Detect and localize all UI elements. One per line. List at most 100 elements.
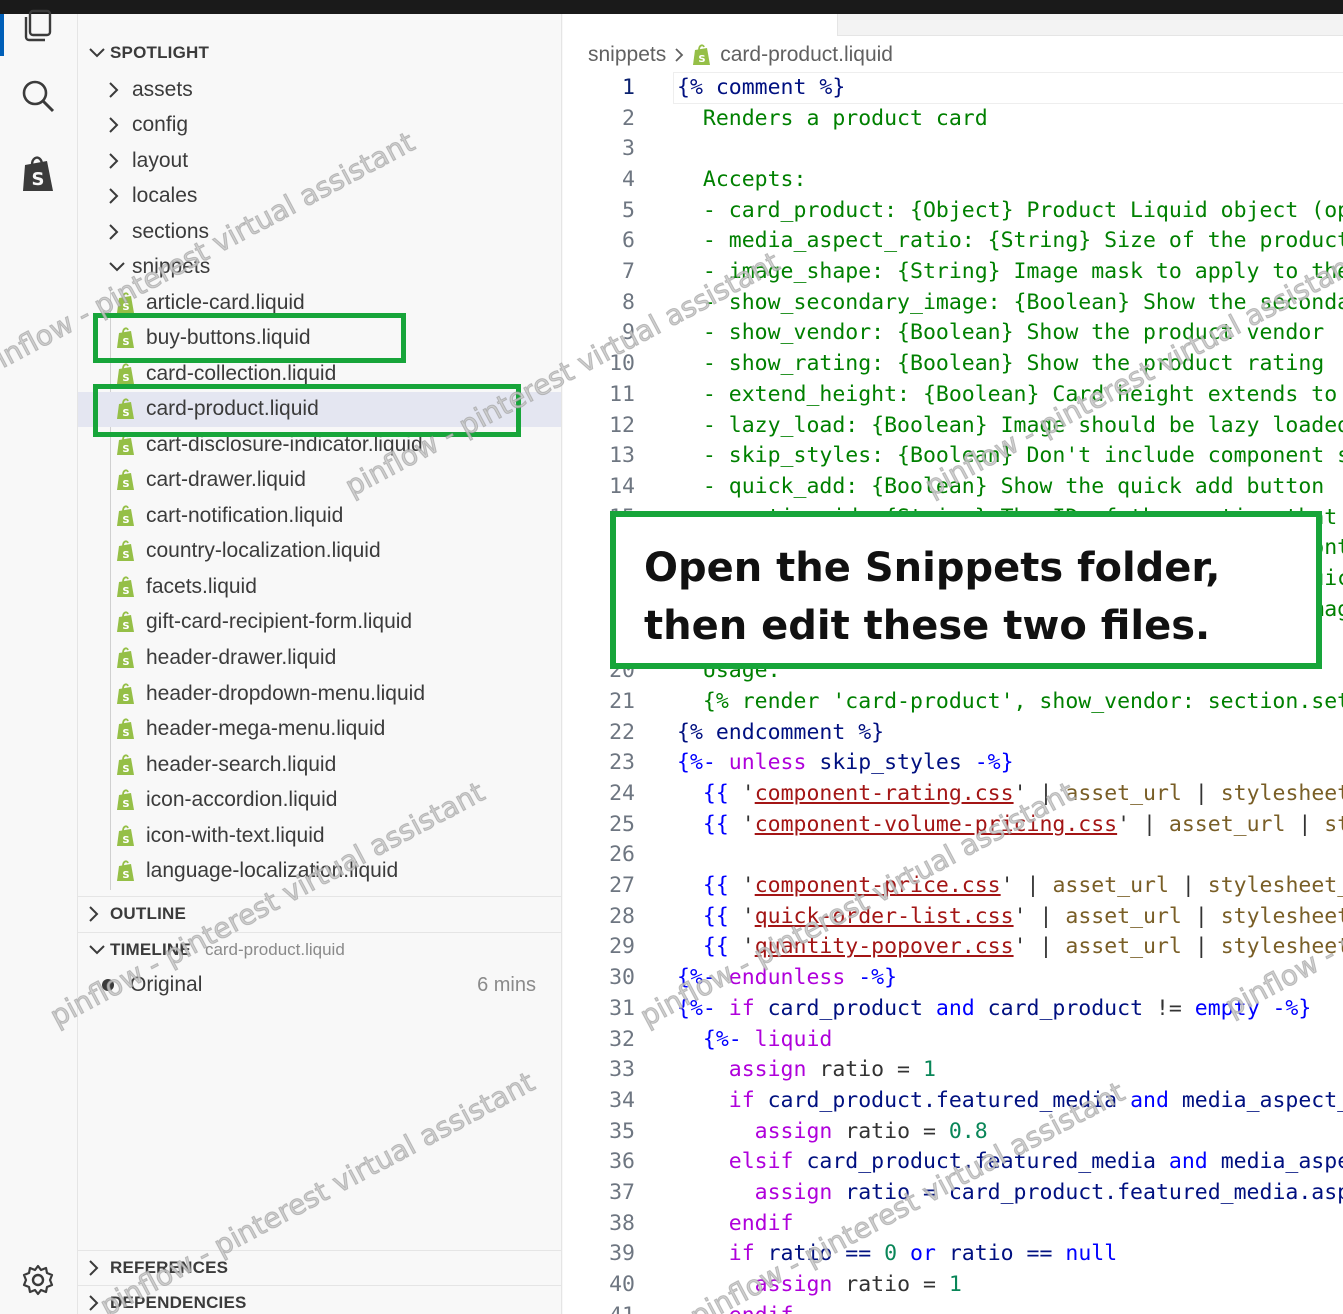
code-token: component-price.css	[754, 873, 1001, 899]
line-number: 5	[622, 197, 635, 223]
code-line[interactable]: 3	[563, 133, 1343, 164]
tree-file-label: cart-drawer.liquid	[146, 468, 306, 492]
line-number: 21	[609, 688, 635, 714]
code-text: - extend_height: {Boolean} Card height e…	[635, 382, 1343, 407]
line-number: 28	[609, 903, 635, 929]
liquid-file-icon: S	[116, 327, 146, 349]
code-line[interactable]: 9 - show_vendor: {Boolean} Show the prod…	[563, 318, 1343, 349]
tree-file-label: icon-with-text.liquid	[146, 823, 325, 847]
code-text: - show_vendor: {Boolean} Show the produc…	[635, 320, 1324, 345]
code-line[interactable]: 24 {{ 'component-rating.css' | asset_url…	[563, 778, 1343, 809]
tree-file-label: gift-card-recipient-form.liquid	[146, 610, 413, 634]
spotlight-section-header[interactable]: SPOTLIGHT	[78, 36, 561, 70]
code-line[interactable]: 4 Accepts:	[563, 164, 1343, 195]
code-line[interactable]: 10 - show_rating: {Boolean} Show the pro…	[563, 348, 1343, 379]
code-line[interactable]: 35 assign ratio = 0.8	[563, 1116, 1343, 1147]
search-icon[interactable]	[18, 76, 58, 116]
tree-folder-label: config	[132, 113, 189, 136]
liquid-file-icon: S	[116, 540, 146, 562]
breadcrumb-file[interactable]: card-product.liquid	[720, 43, 893, 66]
code-token: assign	[754, 1272, 833, 1298]
tree-folder-snippets[interactable]: snippets	[78, 250, 561, 285]
code-token	[677, 1241, 729, 1266]
code-line[interactable]: 22{% endcomment %}	[563, 717, 1343, 748]
code-line[interactable]: 39 if ratio == 0 or ratio == null	[563, 1239, 1343, 1270]
code-line[interactable]: 31{%- if card_product and card_product !…	[563, 993, 1343, 1024]
svg-text:S: S	[122, 657, 129, 668]
tree-folder-locales[interactable]: locales	[78, 179, 561, 214]
timeline-section-header[interactable]: TIMELINE card-product.liquid	[78, 932, 561, 966]
code-line[interactable]: 36 elsif card_product.featured_media and…	[563, 1147, 1343, 1178]
code-token: |	[1285, 811, 1325, 837]
outline-section-header[interactable]: OUTLINE	[78, 896, 561, 930]
code-editor[interactable]: snippets S card-product.liquid 1{% comme…	[563, 36, 1343, 1314]
code-line[interactable]: 2 Renders a product card	[563, 103, 1343, 134]
breadcrumb-folder[interactable]: snippets	[588, 43, 667, 66]
shopify-icon[interactable]: S	[18, 154, 58, 194]
code-line[interactable]: 25 {{ 'component-volume-pricing.css' | a…	[563, 809, 1343, 840]
tree-folder-config[interactable]: config	[78, 108, 561, 143]
code-line[interactable]: 40 assign ratio = 1	[563, 1269, 1343, 1300]
code-token: if	[728, 995, 755, 1021]
code-token: stylesheet_tag	[1220, 780, 1343, 806]
code-token: and	[1130, 1087, 1169, 1113]
code-line[interactable]: 30{%- endunless -%}	[563, 962, 1343, 993]
code-line[interactable]: 8 - show_secondary_image: {Boolean} Show…	[563, 287, 1343, 318]
explorer-icon[interactable]	[18, 6, 58, 46]
code-line[interactable]: 28 {{ 'quick-order-list.css' | asset_url…	[563, 901, 1343, 932]
tree-folder-assets[interactable]: assets	[78, 72, 561, 107]
code-line[interactable]: 7 - image_shape: {String} Image mask to …	[563, 256, 1343, 287]
code-token: 1	[948, 1272, 962, 1298]
tree-folder-layout[interactable]: layout	[78, 143, 561, 178]
tab-card-product[interactable]	[563, 14, 838, 36]
code-line[interactable]: 11 - extend_height: {Boolean} Card heigh…	[563, 379, 1343, 410]
code-line[interactable]: 6 - media_aspect_ratio: {String} Size of…	[563, 226, 1343, 257]
code-line[interactable]: 14 - quick_add: {Boolean} Show the quick…	[563, 471, 1343, 502]
code-line[interactable]: 32 {%- liquid	[563, 1024, 1343, 1055]
line-number: 36	[609, 1149, 635, 1175]
code-token	[677, 1149, 729, 1174]
references-section-header[interactable]: REFERENCES	[78, 1250, 561, 1284]
code-line[interactable]: 1{% comment %}	[563, 72, 1343, 103]
tree-folder-sections[interactable]: sections	[78, 214, 561, 249]
code-line[interactable]: 29 {{ 'quantity-popover.css' | asset_url…	[563, 932, 1343, 963]
code-line[interactable]: 5 - card_product: {Object} Product Liqui…	[563, 195, 1343, 226]
code-line[interactable]: 12 - lazy_load: {Boolean} Image should b…	[563, 410, 1343, 441]
dependencies-section-header[interactable]: DEPENDENCIES	[78, 1285, 561, 1314]
code-token: assign	[754, 1180, 833, 1206]
code-line[interactable]: 38 endif	[563, 1208, 1343, 1239]
code-token: component-rating.css	[754, 780, 1014, 806]
chevron-right-icon	[108, 223, 132, 241]
code-line[interactable]: 23{%- unless skip_styles -%}	[563, 747, 1343, 778]
code-token: stylesheet_tag	[1220, 934, 1343, 960]
line-number: 39	[609, 1241, 635, 1267]
code-line[interactable]: 41 endif	[563, 1300, 1343, 1314]
code-line[interactable]: 21 {% render 'card-product', show_vendor…	[563, 686, 1343, 717]
line-number: 30	[609, 965, 635, 991]
code-line[interactable]: 27 {{ 'component-price.css' | asset_url …	[563, 870, 1343, 901]
liquid-file-icon: S	[116, 825, 146, 847]
code-line[interactable]: 34 if card_product.featured_media and me…	[563, 1085, 1343, 1116]
timeline-entry[interactable]: Original 6 mins	[78, 968, 561, 1002]
code-line[interactable]: 33 assign ratio = 1	[563, 1054, 1343, 1085]
code-line[interactable]: 26	[563, 840, 1343, 871]
code-line[interactable]: 13 - skip_styles: {Boolean} Don't includ…	[563, 440, 1343, 471]
code-line[interactable]: 37 assign ratio = card_product.featured_…	[563, 1177, 1343, 1208]
settings-gear-icon[interactable]	[18, 1260, 58, 1300]
